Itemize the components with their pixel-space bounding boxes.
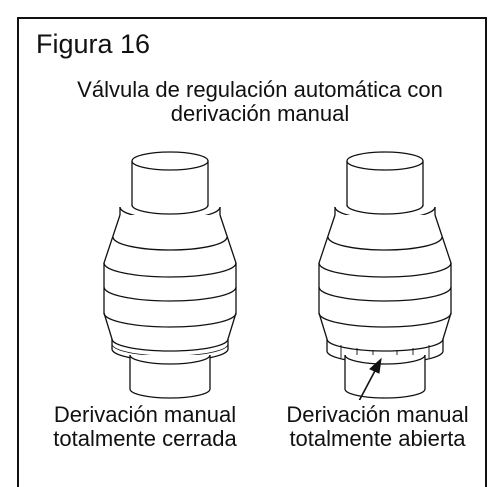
- figure-title-line-2: derivación manual: [170, 101, 350, 126]
- figure-frame: [17, 17, 487, 487]
- bypass-pointer-arrow: [358, 357, 382, 400]
- caption-open-line-1: Derivación manual: [286, 402, 469, 427]
- figure-label: Figura 16: [36, 29, 151, 59]
- caption-bypass-closed: Derivación manual totalmente cerrada: [30, 403, 260, 451]
- figure-title-line-1: Válvula de regulación automática con: [77, 77, 443, 102]
- valve-open-illustration: [318, 151, 452, 400]
- valve-closed-illustration: [103, 151, 237, 399]
- caption-bypass-open: Derivación manual totalmente abierta: [255, 403, 496, 451]
- caption-closed-line-2: totalmente cerrada: [53, 426, 237, 451]
- figure-title: Válvula de regulación automática con der…: [40, 78, 480, 126]
- caption-open-line-2: totalmente abierta: [289, 426, 466, 451]
- caption-closed-line-1: Derivación manual: [53, 402, 237, 427]
